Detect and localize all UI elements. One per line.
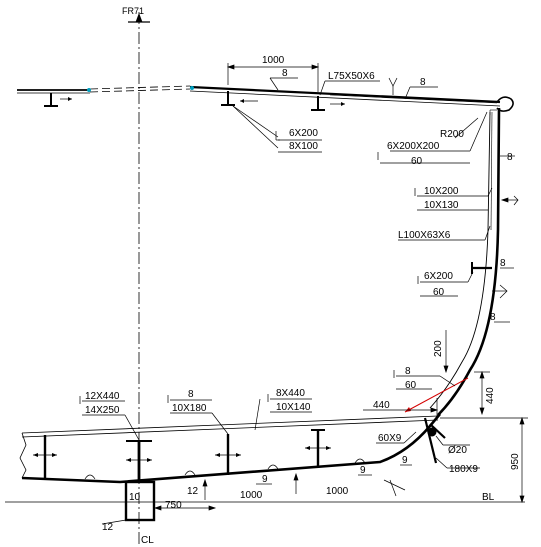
side-girder-top-label: 8X440 (276, 388, 305, 399)
corner-bracket-bottom-label: 60 (411, 156, 423, 167)
stringer-leader (417, 271, 508, 299)
deck-edge-thickness-label: 8 (420, 77, 426, 88)
side-thickness-2: 8 (500, 258, 506, 269)
red-diagonal (404, 377, 469, 413)
flat-bar-label: 60X9 (378, 433, 402, 444)
keel-dim-bottom-label: 12 (102, 522, 114, 533)
frame-spacing-1: 1000 (240, 490, 263, 501)
bilge-bracket-top: 8 (405, 366, 411, 377)
bottom-shell-thickness-label: 9 (262, 474, 268, 485)
frame-label: FR71 (122, 6, 144, 16)
deck-girder-top-label: 6X200 (289, 128, 318, 139)
bilge-dim-440-h: 440 (373, 400, 390, 411)
bottom-leaders (79, 394, 480, 525)
web-frame-bottom-label: 10X130 (424, 200, 459, 211)
bilge-dim-440-v: 440 (485, 387, 496, 404)
keelson-label: 180X9 (449, 464, 478, 475)
web-frame-leader (414, 187, 519, 211)
bilge-dimensions (363, 330, 490, 416)
side-girder-bottom-label: 10X140 (276, 402, 311, 413)
centerline-label: CL (141, 535, 154, 546)
offset-dim-label: 750 (165, 500, 182, 511)
bilge-thickness-a: 9 (360, 465, 366, 476)
side-thickness-1: 8 (507, 152, 513, 163)
cl-girder-top-label: 12X440 (85, 391, 120, 402)
height-dim-label: 950 (510, 453, 521, 470)
frame-angle-leader (398, 225, 491, 241)
corner-bracket-top-label: 6X200X200 (387, 141, 440, 152)
round-bar-label: Ø20 (448, 445, 467, 456)
corner-radius-label: R200 (440, 129, 464, 140)
red-arrowhead (405, 407, 411, 412)
cl-girder-bottom-label: 14X250 (85, 405, 120, 416)
stringer-bottom-label: 60 (433, 287, 445, 298)
deck-spacing-label: 1000 (262, 55, 285, 66)
side-thickness-tags (494, 155, 515, 323)
side-shell (429, 107, 501, 416)
deck-girder-leader (232, 105, 322, 153)
side-thickness-3: 8 (490, 312, 496, 323)
bilge-thickness-b: 9 (402, 455, 408, 466)
stringer-top-label: 6X200 (424, 271, 453, 282)
baseline-label: BL (482, 492, 495, 503)
deck-girder-bottom-label: 8X100 (289, 141, 318, 152)
corner-bracket-leader (377, 111, 488, 164)
deck-thickness-label: 8 (282, 68, 288, 79)
deck-thickness-leader (269, 77, 298, 91)
bottom-spacing-dims (153, 416, 528, 511)
keel-plate-top-label: 12 (187, 486, 199, 497)
frame-spacing-2: 1000 (326, 486, 349, 497)
frame-angle-label: L100X63X6 (398, 230, 451, 241)
deck-angle-leader (319, 77, 398, 96)
floor-plate-top-label: 8 (188, 389, 194, 400)
bottom-structure (19, 413, 446, 522)
deck-edge-thickness-leader (404, 86, 438, 100)
deck-structure (17, 85, 501, 111)
web-frame-top-label: 10X200 (424, 186, 459, 197)
bilge-dim-200: 200 (433, 340, 444, 357)
floor-plate-bottom-label: 10X180 (172, 403, 207, 414)
deck-spacing-dimension (226, 63, 320, 92)
deck-angle-label: L75X50X6 (328, 71, 375, 82)
keel-dim-top-label: 10 (129, 492, 141, 503)
bilge-bracket-bottom: 60 (405, 380, 417, 391)
